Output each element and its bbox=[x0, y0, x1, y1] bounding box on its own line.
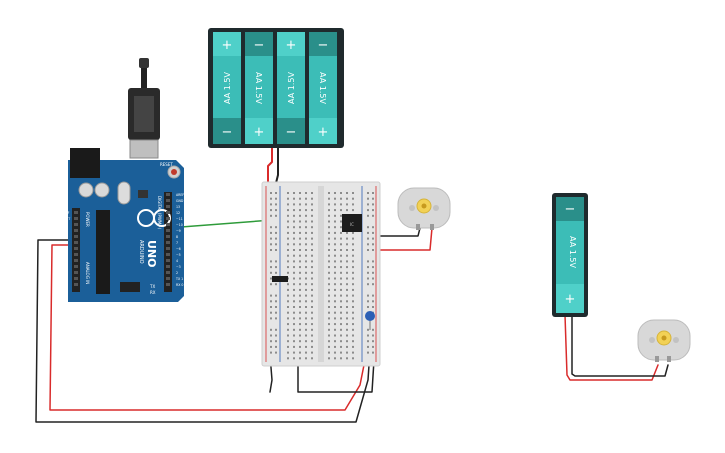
arduino-pin-label: A4 bbox=[60, 277, 64, 281]
arduino-power-label: POWER bbox=[85, 212, 90, 227]
battery-cell-3-top-sign: + bbox=[286, 38, 297, 53]
battery-cell-4-top-sign: − bbox=[318, 38, 329, 53]
arduino-pin-label: A2 bbox=[60, 265, 64, 269]
usb-cable-tip bbox=[139, 58, 149, 68]
arduino-pin-label: RX 0 bbox=[176, 283, 183, 287]
arduino-pin-label: ~5 bbox=[176, 253, 181, 257]
arduino-analog-label: ANALOG IN bbox=[85, 262, 90, 284]
wire-jumper-2[interactable] bbox=[297, 359, 375, 393]
arduino-pin-label: 5V bbox=[60, 229, 65, 233]
battery-cell-1-label: AA 1.5V bbox=[223, 72, 232, 104]
arduino-pin-label: 7 bbox=[176, 241, 178, 245]
arduino-pin-label: RESET bbox=[60, 217, 70, 221]
wire-arduino-red-loop[interactable] bbox=[49, 244, 367, 411]
breadboard-component[interactable] bbox=[272, 276, 288, 282]
battery-pack-4aa[interactable]: + − AA 1.5V − + AA 1.5V + − AA 1.5V − + AA 1.5V bbox=[208, 28, 344, 148]
arduino-rx-label: RX bbox=[150, 290, 156, 295]
battery-cell-4-label: AA 1.5V bbox=[318, 72, 327, 104]
arduino-pin-label: AREF bbox=[176, 193, 184, 197]
arduino-tx-label: TX bbox=[149, 284, 155, 289]
dc-motor-1[interactable] bbox=[397, 187, 451, 230]
dc-motor-2[interactable] bbox=[637, 319, 691, 362]
battery-cell-2-top-sign: − bbox=[254, 38, 265, 53]
usb-connector bbox=[129, 139, 159, 159]
wire-battery-pack-black[interactable] bbox=[275, 144, 279, 184]
arduino-pin-label: A1 bbox=[60, 259, 64, 263]
arduino-pin-label: 4 bbox=[176, 259, 178, 263]
arduino-pin-label: ~3 bbox=[176, 265, 181, 269]
breadboard-holes bbox=[270, 192, 374, 360]
wire-single-red[interactable] bbox=[564, 314, 659, 381]
ceramic-capacitor[interactable] bbox=[365, 311, 375, 321]
arduino-pin-label: 13 bbox=[176, 205, 180, 209]
battery-cell-1-bottom-sign: − bbox=[222, 125, 233, 140]
battery-cell-2-bottom-sign: + bbox=[254, 125, 265, 140]
battery-single-bottom-sign: + bbox=[565, 292, 576, 307]
battery-cell-4-bottom-sign: + bbox=[318, 125, 329, 140]
arduino-pin-label: ~10 bbox=[176, 223, 183, 227]
arduino-logo-text: ARDUINO bbox=[138, 240, 144, 264]
wire-arduino-black-loop[interactable] bbox=[35, 239, 371, 423]
battery-cell-3-label: AA 1.5V bbox=[287, 72, 296, 104]
breadboard-ic-chip[interactable] bbox=[342, 214, 362, 232]
battery-cell-1-top-sign: + bbox=[222, 38, 233, 53]
breadboard[interactable]: IC bbox=[261, 181, 381, 367]
battery-cell-1: + − AA 1.5V bbox=[213, 32, 241, 144]
arduino-pin-label: 2 bbox=[176, 271, 178, 275]
arduino-pin-label: GND bbox=[60, 235, 68, 239]
arduino-pin-label: GND bbox=[176, 199, 184, 203]
wire-single-black[interactable] bbox=[571, 314, 669, 377]
arduino-pin-label: ~11 bbox=[176, 217, 183, 221]
power-jack bbox=[70, 148, 100, 178]
arduino-pin-label: TX 1 bbox=[175, 277, 183, 281]
breadboard-center-channel bbox=[318, 186, 324, 362]
arduino-pin-label: A3 bbox=[60, 271, 64, 275]
arduino-pin-label: ~6 bbox=[176, 247, 181, 251]
arduino-pin-label: A5 bbox=[60, 283, 64, 287]
arduino-pin-label: ~9 bbox=[176, 229, 181, 233]
battery-single-aa[interactable]: − + AA 1.5V bbox=[552, 193, 588, 317]
battery-single-label: AA 1.5V bbox=[568, 236, 577, 268]
wire-battery-pack-red[interactable] bbox=[267, 144, 273, 186]
arduino-digital-pin-labels: AREF GND 13 12 ~11 ~10 ~9 8 7 ~6 ~5 4 ~3 2 TX 1 RX 0 bbox=[166, 193, 184, 287]
breadboard-ic-label: IC bbox=[350, 222, 354, 227]
arduino-pin-label: IOREF bbox=[60, 211, 70, 215]
arduino-pin-label: A0 bbox=[60, 253, 64, 257]
arduino-model-text: UNO bbox=[145, 240, 158, 268]
arduino-pin-label: GND bbox=[60, 241, 68, 245]
arduino-pin-label: 3.3V bbox=[60, 223, 68, 227]
arduino-reset-label: RESET bbox=[160, 162, 173, 167]
battery-cell-2-label: AA 1.5V bbox=[254, 72, 263, 104]
atmega-chip bbox=[96, 210, 110, 294]
battery-single-top-sign: − bbox=[565, 202, 576, 217]
battery-cell-2: − + AA 1.5V bbox=[245, 32, 273, 144]
battery-cell-4: − + AA 1.5V bbox=[309, 32, 337, 144]
arduino-pin-label: Vin bbox=[60, 247, 65, 251]
arduino-digital-label: DIGITAL (PWM~) bbox=[157, 196, 162, 230]
battery-cell-3-bottom-sign: − bbox=[286, 125, 297, 140]
arduino-uno-board[interactable]: ARDUINO UNO DIGITAL (PWM~) POWER ANALOG … bbox=[60, 58, 184, 302]
battery-cell-3: + − AA 1.5V bbox=[277, 32, 305, 144]
arduino-pin-label: 12 bbox=[176, 211, 180, 215]
arduino-pin-label: 8 bbox=[176, 235, 178, 239]
